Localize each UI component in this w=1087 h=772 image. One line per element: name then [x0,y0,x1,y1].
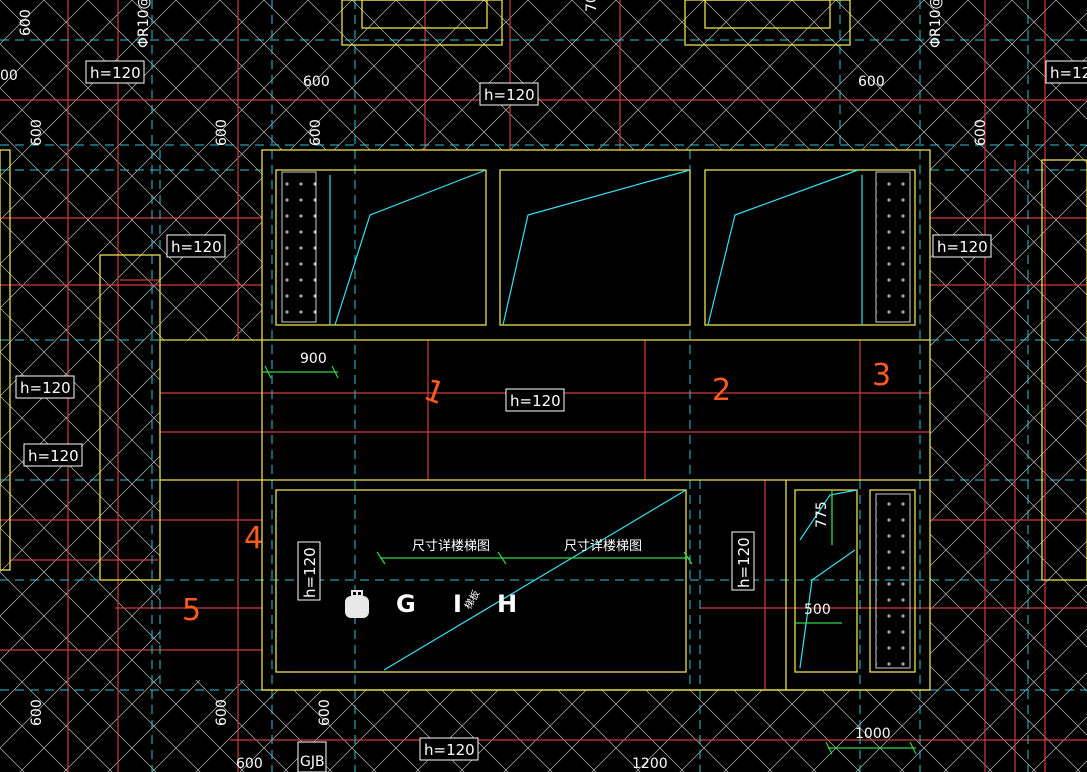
slab-label-center: h=120 [505,388,565,412]
dim-500: 500 [804,602,831,618]
code-gjb: GJB [297,741,327,772]
overlay-letter-i[interactable]: I [453,590,462,618]
shaft-right [875,171,911,323]
dim-600-v1: 600 [18,9,34,36]
svg-text:h=120: h=120 [20,379,71,397]
svg-text:h=120: h=120 [171,238,222,256]
slab-label-top-center: h=120 [479,82,539,106]
dim-600-v3: 600 [214,119,230,146]
slab-label-top-right: h=120 [1045,60,1087,84]
slab-label-far-left-a: h=120 [15,375,75,399]
shaft-lower [875,493,911,669]
stair-note-right: 尺寸详楼梯图 [564,539,642,554]
overlay-letter-h[interactable]: H [497,590,517,618]
dim-600-bottom: 600 [236,756,263,772]
mark-4: 4 [244,521,263,556]
rebar-label-top-center: 70 [584,0,600,12]
mark-3: 3 [872,358,891,393]
svg-text:h=120: h=120 [424,741,475,759]
dim-1000: 1000 [855,726,891,742]
svg-text:h=120: h=120 [28,447,79,465]
svg-text:h=120: h=120 [510,392,561,410]
slab-label-far-left-b: h=120 [23,443,83,467]
rebar-label-right: ΦR10@ [928,0,944,48]
wall-outlines [0,0,1087,691]
dim-600-top-right: 600 [858,74,885,90]
stair-note-left: 尺寸详楼梯图 [412,539,490,554]
dim-600-v7: 600 [214,699,230,726]
dim-600-v8: 600 [317,699,333,726]
svg-text:h=120: h=120 [1050,64,1087,82]
shaft-left [281,171,317,323]
dim-1200: 1200 [632,756,668,772]
slab-label-lower-right-vertical: h=120 [731,531,755,591]
dim-600-v2: 600 [29,119,45,146]
svg-text:h=120: h=120 [735,537,753,588]
slab-label-right-mid: h=120 [932,234,992,258]
svg-text:GJB: GJB [300,754,325,770]
svg-text:h=120: h=120 [484,86,535,104]
slab-label-bottom: h=120 [419,737,479,761]
dim-00-left: 00 [0,68,18,84]
usb-drive-icon[interactable] [345,590,369,618]
dim-900: 900 [300,351,327,367]
mark-5: 5 [182,593,201,628]
dim-600-top-left: 600 [303,74,330,90]
svg-text:h=120: h=120 [937,238,988,256]
slab-label-top-left: h=120 [85,60,145,84]
dim-600-v4: 600 [308,119,324,146]
mark-2: 2 [712,373,731,408]
dim-775: 775 [814,501,830,528]
dim-600-v5: 600 [973,119,989,146]
dimension-lines [262,365,917,755]
dim-600-v6: 600 [29,699,45,726]
rebar-label-left: ΦR10@ [136,0,152,48]
svg-text:h=120: h=120 [90,64,141,82]
svg-text:h=120: h=120 [301,547,319,598]
slab-label-left-mid: h=120 [166,234,226,258]
overlay-letter-g[interactable]: G [396,590,416,618]
slab-label-lower-left-vertical: h=120 [297,541,321,601]
